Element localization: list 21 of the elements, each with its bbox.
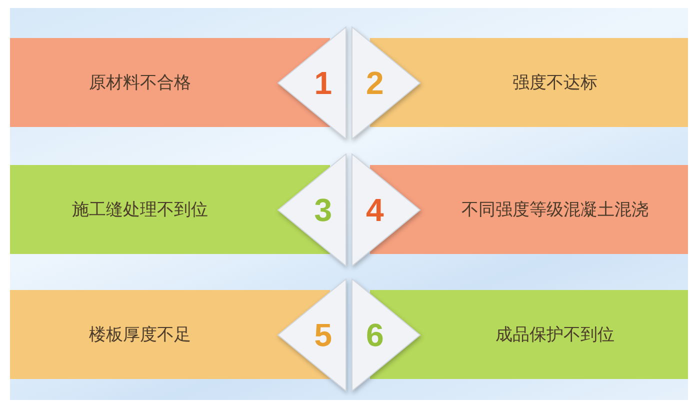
number-label: 1 xyxy=(314,66,332,98)
number-half-diamond xyxy=(278,26,346,138)
number-half-diamond xyxy=(352,26,420,138)
number-label: 6 xyxy=(366,318,384,350)
number-label: 2 xyxy=(366,66,384,98)
number-label: 3 xyxy=(314,194,332,226)
band-label: 强度不达标 xyxy=(512,72,598,95)
band xyxy=(10,165,330,254)
band xyxy=(10,38,330,127)
number-half-diamond xyxy=(352,278,420,390)
number-half-diamond xyxy=(278,154,346,266)
band xyxy=(10,290,330,379)
number-label: 5 xyxy=(314,318,332,350)
band-label: 原材料不合格 xyxy=(88,72,192,95)
band-label: 不同强度等级混凝土混浇 xyxy=(460,199,650,222)
band-label: 施工缝处理不到位 xyxy=(71,199,209,222)
number-label: 4 xyxy=(366,194,384,226)
band-label: 成品保护不到位 xyxy=(494,324,616,347)
band-label: 楼板厚度不足 xyxy=(88,324,192,347)
number-half-diamond xyxy=(278,278,346,390)
number-half-diamond xyxy=(352,154,420,266)
